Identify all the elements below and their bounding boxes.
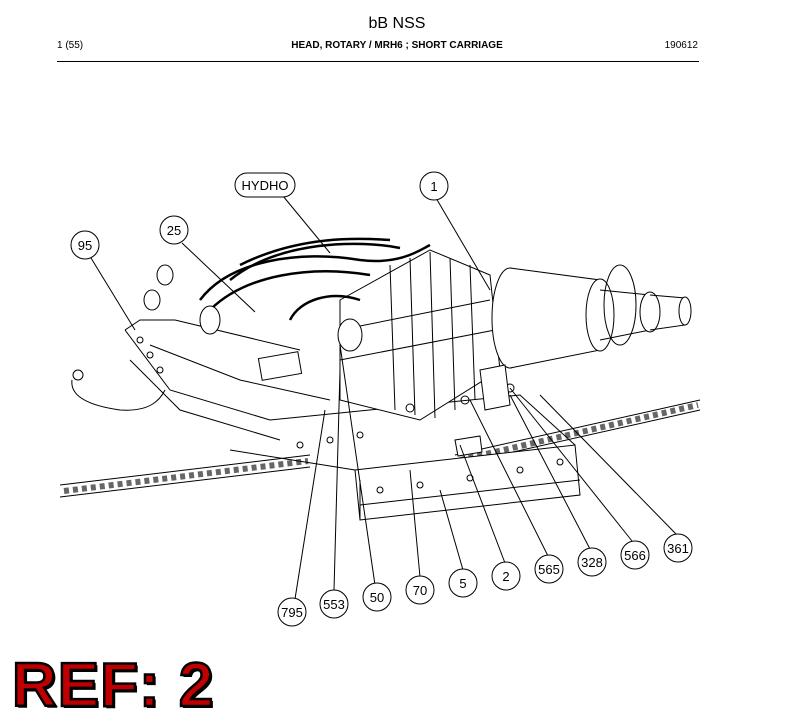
callout-label: 5 xyxy=(459,576,466,591)
page-reference: 1 (55) xyxy=(57,40,84,51)
callout-label: 565 xyxy=(538,562,560,577)
callout-bubble xyxy=(577,547,607,577)
callouts xyxy=(70,171,693,627)
callout-bubble xyxy=(663,533,693,563)
callout-bubble xyxy=(419,171,449,201)
document-title: bB NSS xyxy=(368,15,426,32)
callout-label: 328 xyxy=(581,555,603,570)
callout-label: 566 xyxy=(624,548,646,563)
callout-bubble xyxy=(620,540,650,570)
hydraulic-hoses xyxy=(199,237,431,321)
callout-label: 50 xyxy=(370,590,384,605)
callout-label: 95 xyxy=(78,238,92,253)
callout-label: 553 xyxy=(323,597,345,612)
callout-label: 795 xyxy=(281,605,303,620)
callout-bubble xyxy=(405,575,435,605)
callout-label: HYDHO xyxy=(242,178,289,193)
assembly-drawing xyxy=(59,237,701,521)
callout-label: 361 xyxy=(667,541,689,556)
chain-left xyxy=(59,454,311,498)
reference-label: REF: 2 xyxy=(11,650,215,721)
callout-bubble xyxy=(319,589,349,619)
callout-bubble xyxy=(362,582,392,612)
callout-bubble-hydho xyxy=(234,172,296,198)
fittings xyxy=(136,264,564,494)
callout-bubble xyxy=(159,215,189,245)
callout-label: 25 xyxy=(167,223,181,238)
callout-label: 2 xyxy=(502,569,509,584)
callout-labels: HYDHO 1 25 95 795 553 50 70 5 2 565 328 … xyxy=(78,178,689,620)
callout-bubble xyxy=(277,597,307,627)
frame-arms xyxy=(124,319,331,441)
support-bracket xyxy=(454,364,511,457)
callout-label: 70 xyxy=(413,583,427,598)
callout-label: 1 xyxy=(430,179,437,194)
gearbox-body xyxy=(339,249,501,421)
header-rule xyxy=(57,61,699,62)
callout-bubble xyxy=(534,554,564,584)
section-title: HEAD, ROTARY / MRH6 ; SHORT CARRIAGE xyxy=(291,40,503,51)
callout-bubble xyxy=(70,230,100,260)
spindle xyxy=(491,264,692,369)
leader-lines xyxy=(90,195,677,600)
cable xyxy=(71,369,166,411)
carriage-base xyxy=(229,394,581,521)
callout-bubble xyxy=(448,568,478,598)
document-code: 190612 xyxy=(664,40,698,51)
callout-bubble xyxy=(491,561,521,591)
